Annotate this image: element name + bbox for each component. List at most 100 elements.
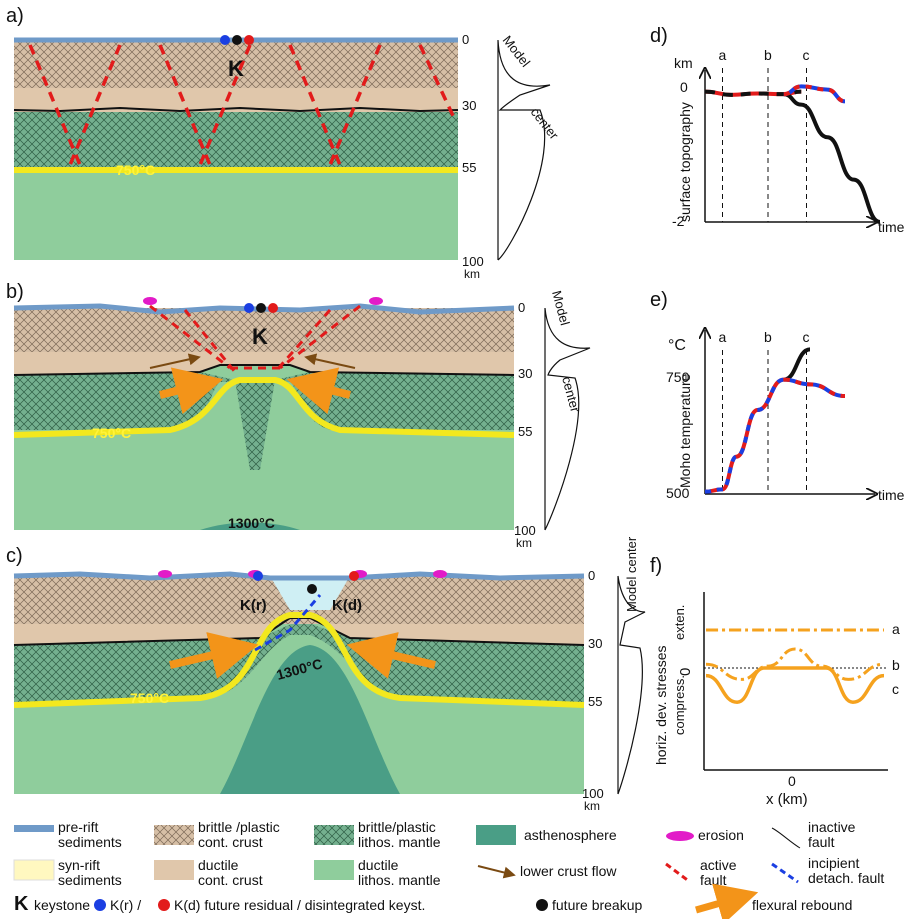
f-xtick: 0 <box>788 773 796 789</box>
legend-keystone-symbol: K <box>14 893 29 915</box>
d-marker-label-b: b <box>764 47 772 63</box>
model-label-b: Model <box>549 289 573 327</box>
e-marker-label-a: a <box>719 329 727 345</box>
f-ylabel: horiz. dev. stresses <box>653 645 669 765</box>
isotherm-750-b <box>13 377 515 438</box>
erosion-marks-b <box>143 297 383 305</box>
brittle-crust-layer-b <box>14 308 514 352</box>
legend-asthenosphere: asthenosphere <box>524 827 617 843</box>
legend-breakup: future breakup <box>552 897 642 913</box>
iso-750-label-b: 750°C <box>92 425 131 441</box>
moho-line <box>13 106 459 113</box>
legend-keystone: keystone <box>34 897 90 913</box>
e-series-0-overlay <box>704 377 785 494</box>
legend-swatch-brittle-mantle <box>314 825 354 845</box>
e-series-2 <box>783 377 846 398</box>
d-unit: km <box>674 55 693 71</box>
panel-b-section: b) 750°C 1300°C K 0 30 55 <box>6 281 591 550</box>
e-xlabel: time <box>878 487 905 503</box>
depth-55-c: 55 <box>588 694 602 709</box>
brittle-mantle-layer <box>14 110 458 170</box>
brittle-mantle-layer-b <box>14 372 514 470</box>
e-time-markers: a b c <box>719 329 810 494</box>
e-series-lines <box>704 347 846 494</box>
depth-100-a: 100 <box>462 254 484 269</box>
kd-marker-b <box>268 303 278 313</box>
pre-rift-sediments-c <box>13 571 585 581</box>
model-center-label-c: Model center <box>624 536 639 612</box>
f-ylabel-zero: 0 <box>677 668 694 676</box>
depth-0-a: 0 <box>462 32 469 47</box>
f-ylabel-bottom: compress. <box>672 675 687 735</box>
center-label-b: center <box>559 375 583 414</box>
kr-marker <box>220 35 230 45</box>
d-series-1 <box>783 92 881 224</box>
strength-profile-c <box>617 575 646 795</box>
depth-100-c: 100 <box>582 786 604 801</box>
legend-breakup-dot <box>536 899 548 911</box>
keystone-r-label: K(r) <box>240 597 267 614</box>
panel-c-letter: c) <box>6 545 23 567</box>
asthenosphere-c <box>220 645 400 794</box>
keystone-label-b: K <box>252 324 268 349</box>
breakup-marker-c <box>307 584 317 594</box>
kd-marker-c <box>349 571 359 581</box>
depth-100-b: 100 <box>514 523 536 538</box>
depth-30-b: 30 <box>518 366 532 381</box>
depth-30-a: 30 <box>462 98 476 113</box>
d-series-lines <box>704 84 881 224</box>
e-marker-label-c: c <box>803 329 810 345</box>
d-series-2 <box>783 84 846 104</box>
iso-750-label-c: 750°C <box>130 690 169 706</box>
legend-rebound: flexural rebound <box>752 897 852 913</box>
legend-kd-dot <box>158 899 170 911</box>
d-tick-0: 0 <box>680 79 688 95</box>
f-series-label-b: b <box>892 657 900 673</box>
depth-km-a: km <box>464 267 480 281</box>
kr-marker-b <box>244 303 254 313</box>
panel-c-section: c) 750°C 1300°C K(r) K(d) 0 30 55 100 km… <box>6 536 646 813</box>
model-label-a: Model <box>500 33 534 70</box>
f-ylabel-top: exten. <box>672 605 687 640</box>
isotherm-750 <box>14 167 458 173</box>
legend-swatch-rebound <box>695 883 759 919</box>
legend-swatch-ductile-mantle <box>314 860 354 880</box>
e-series-2-overlay <box>783 377 846 398</box>
legend-swatch-ductile-crust <box>154 860 194 880</box>
f-series-b <box>705 647 885 681</box>
panel-a-section: a) 750°C K 0 30 55 100 km Model center <box>6 5 562 281</box>
legend-kd: K(d) future residual / disintegrated key… <box>174 897 425 913</box>
legend-swatch-erosion <box>666 831 694 841</box>
flexural-rebound-arrows-c <box>169 632 436 679</box>
e-marker-label-b: b <box>764 329 772 345</box>
f-series-label-a: a <box>892 621 900 637</box>
legend-kr-dot <box>94 899 106 911</box>
lower-crust-flow-arrows-b <box>149 353 356 369</box>
d-tick-neg2: -2 <box>672 213 685 229</box>
e-series-0 <box>704 377 785 494</box>
active-faults-b <box>149 304 361 373</box>
e-tick-750: 750 <box>666 369 690 385</box>
legend-kr: K(r) / <box>110 897 141 913</box>
legend-swatch-lower-crust-flow <box>477 865 516 879</box>
legend-swatch-brittle-crust <box>154 825 194 845</box>
moho-line-b <box>13 364 515 376</box>
e-unit: °C <box>668 337 686 354</box>
legend-swatch-syn-rift <box>13 859 55 881</box>
legend-swatch-active-fault <box>665 862 691 884</box>
keystone-label: K <box>228 56 244 81</box>
panel-e-letter: e) <box>650 289 668 311</box>
d-xlabel: time <box>878 219 905 235</box>
panel-f-letter: f) <box>650 555 662 577</box>
